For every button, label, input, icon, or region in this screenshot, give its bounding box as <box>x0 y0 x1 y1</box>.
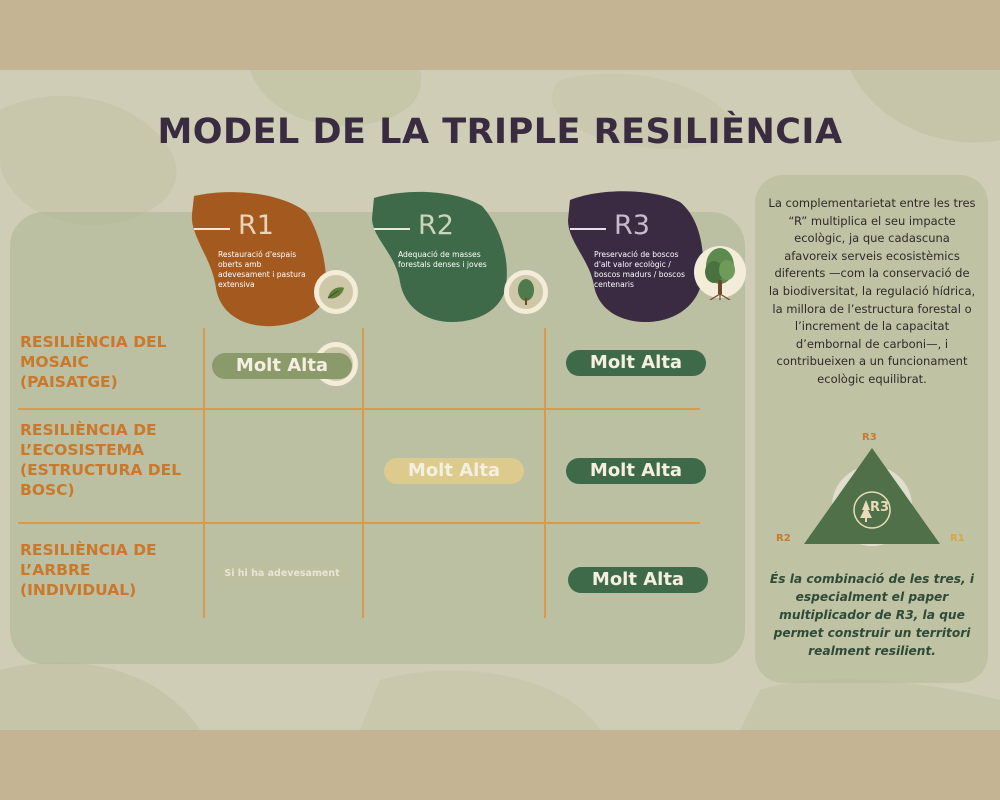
page-title: MODEL DE LA TRIPLE RESILIÈNCIA <box>157 112 843 152</box>
triangle-label-left: R2 <box>776 533 791 544</box>
grid-divider-v1 <box>203 328 205 618</box>
young-tree-icon <box>504 270 548 314</box>
r2-code: R2 <box>418 210 454 241</box>
camouflage-background <box>0 70 1000 730</box>
r2-card: R2 Adequació de masses forestals denses … <box>360 188 520 328</box>
r2-dash <box>374 228 410 230</box>
top-border <box>0 0 1000 70</box>
r1-blob <box>191 192 327 327</box>
old-tree-icon <box>694 246 746 300</box>
triangle-center-label: R3 <box>870 500 890 515</box>
explanation-panel <box>755 175 988 683</box>
pill-tree-r1: Si hi ha adevesament <box>212 564 352 584</box>
triple-resilience-triangle <box>804 448 940 546</box>
row-label-ecosystem: RESILIÈNCIA DE L’ECOSISTEMA (ESTRUCTURA … <box>20 421 182 499</box>
triangle-label-top: R3 <box>862 432 877 443</box>
r3-card: R3 Preservació de boscos d'alt valor eco… <box>556 188 716 328</box>
sprout-icon <box>314 270 358 314</box>
r1-code: R1 <box>238 210 274 241</box>
pill-ecosystem-r3: Molt Alta <box>566 458 706 484</box>
r2-description: Adequació de masses forestals denses i j… <box>398 250 487 269</box>
conclusion-text: És la combinació de les tres, i especial… <box>769 572 975 658</box>
r3-blob <box>568 191 704 322</box>
r3-description: Preservació de boscos d'alt valor ecològ… <box>594 250 685 289</box>
pill-ecosystem-r2: Molt Alta <box>384 458 524 484</box>
r1-card: R1 Restauració d'espais oberts amb adeve… <box>180 188 358 386</box>
triangle-label-right: R1 <box>950 533 965 544</box>
explanation-text: La complementarietat entre les tres “R” … <box>768 196 976 386</box>
pill-mosaic-r3: Molt Alta <box>566 350 706 376</box>
grid-divider-h2 <box>18 522 700 524</box>
r3-code: R3 <box>614 210 650 241</box>
pill-tree-r3: Molt Alta <box>568 567 708 593</box>
r1-description: Restauració d'espais oberts amb adevesam… <box>218 250 306 289</box>
row-label-tree: RESILIÈNCIA DE L’ARBRE (INDIVIDUAL) <box>20 541 157 599</box>
r2-blob <box>372 191 507 322</box>
pill-mosaic-r1: Molt Alta <box>212 353 352 379</box>
r3-dash <box>570 228 606 230</box>
grid-divider-v3 <box>544 328 546 618</box>
grid-divider-v2 <box>362 328 364 618</box>
bottom-border <box>0 730 1000 800</box>
grid-divider-h1 <box>18 408 700 410</box>
infographic-canvas: MODEL DE LA TRIPLE RESILIÈNCIA R1 Restau… <box>0 70 1000 730</box>
row-label-mosaic: RESILIÈNCIA DEL MOSAIC (PAISATGE) <box>20 333 167 391</box>
r1-dash <box>194 228 230 230</box>
